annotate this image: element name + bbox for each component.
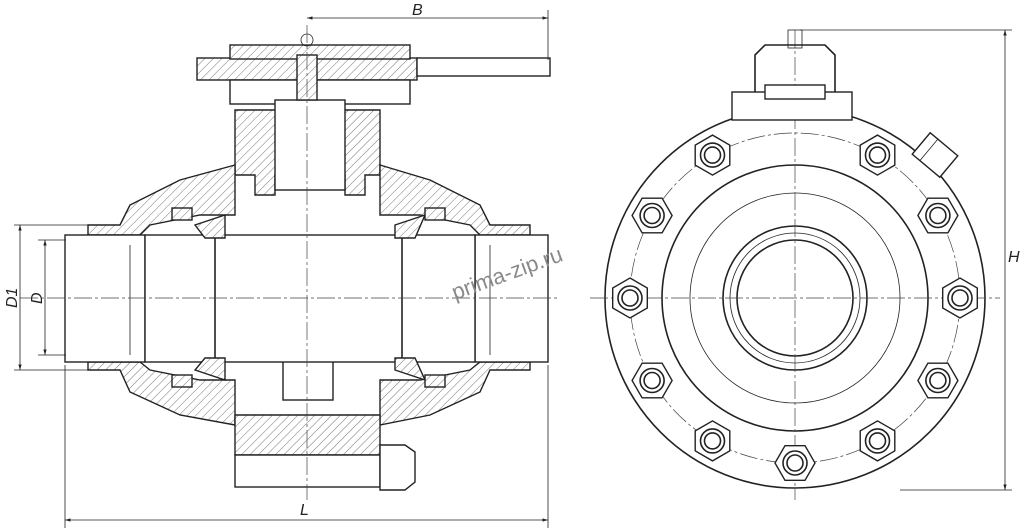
lever-arm bbox=[416, 57, 551, 77]
flange-bolts bbox=[612, 134, 978, 481]
flange-bolt bbox=[942, 277, 978, 319]
bottom-trunnion bbox=[234, 414, 381, 456]
dimension-l-label: L bbox=[300, 502, 309, 519]
pipe-end-right bbox=[474, 234, 549, 363]
dimension-lines-left: B L D1 D bbox=[4, 2, 549, 528]
flange-bolt bbox=[774, 445, 816, 481]
ball-bore bbox=[144, 234, 476, 363]
flange-bolt bbox=[631, 362, 673, 399]
end-view bbox=[590, 29, 1000, 500]
flange-bolt bbox=[859, 420, 896, 462]
dimension-d1-label: D1 bbox=[4, 288, 21, 308]
flange-bolt bbox=[612, 277, 648, 319]
section-view bbox=[20, 25, 560, 500]
flange-bolt bbox=[694, 420, 731, 462]
dimension-d-label: D bbox=[29, 292, 46, 304]
drain-plug bbox=[234, 454, 381, 488]
lever-plate bbox=[229, 44, 411, 60]
handle-bracket bbox=[754, 44, 836, 92]
dimension-lines-right: H bbox=[800, 29, 1020, 491]
flange-bolt bbox=[917, 197, 959, 234]
flange-bolt bbox=[859, 134, 896, 176]
pipe-end-left bbox=[64, 234, 146, 363]
flange-bolt bbox=[631, 197, 673, 234]
flange-bolt bbox=[694, 134, 731, 176]
dimension-h-label: H bbox=[1008, 249, 1020, 266]
drain-nut bbox=[379, 444, 416, 491]
flange-bolt bbox=[917, 362, 959, 399]
side-fitting bbox=[911, 131, 959, 179]
stem bbox=[274, 99, 346, 191]
dimension-b-label: B bbox=[412, 2, 423, 19]
